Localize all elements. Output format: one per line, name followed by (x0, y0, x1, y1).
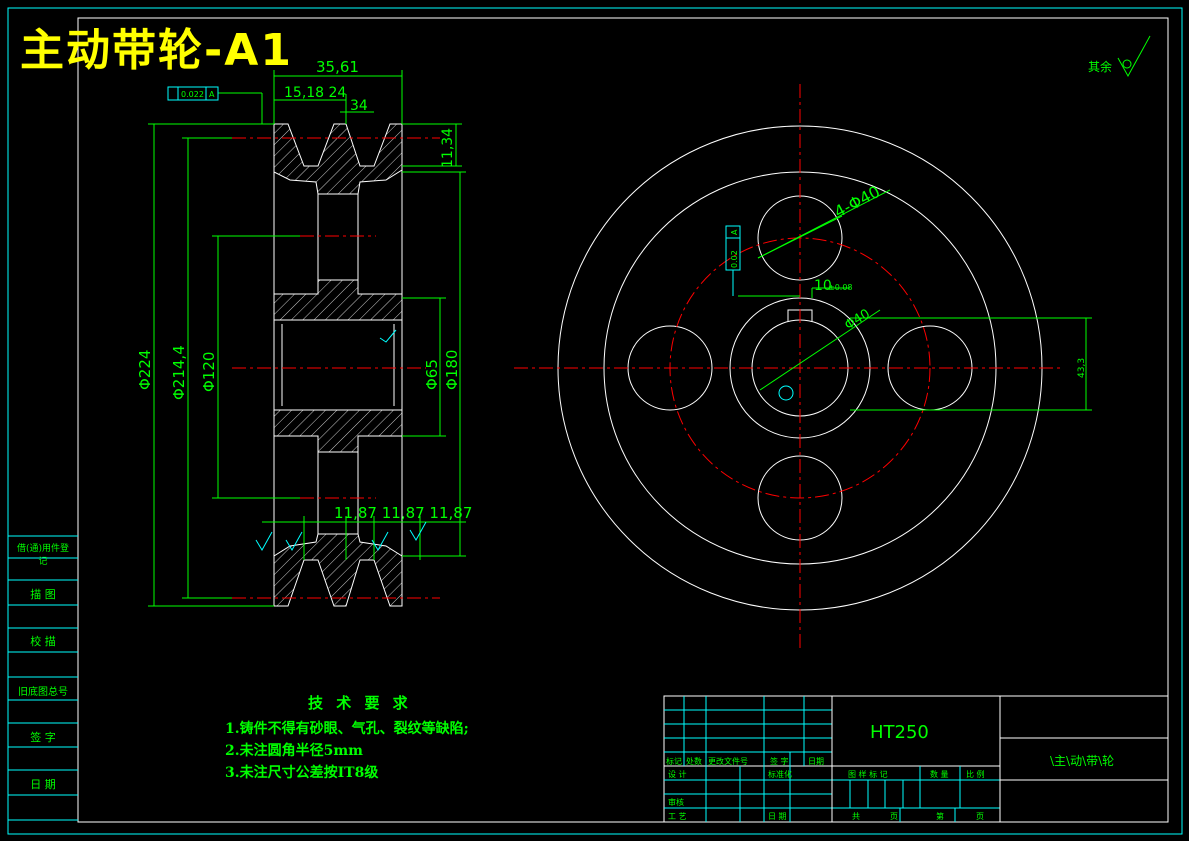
dim-w1524: 15,18 24 (284, 85, 346, 101)
tb-label: 标准化 (768, 770, 792, 779)
tb-label: 页 (890, 812, 898, 821)
front-tolerance-frame (725, 225, 741, 296)
title-block-grid (663, 695, 1169, 823)
dim-tol-0022: 0.022 (181, 90, 204, 99)
tb-label: 共 (852, 812, 860, 821)
section-hatch (273, 123, 403, 607)
side-label: 借(通)用件登记 (16, 544, 70, 567)
section-tolerance-frame (167, 86, 219, 101)
dim-d120: Φ120 (200, 352, 218, 392)
dim-hub: Φ40 (842, 306, 873, 333)
dim-d224: Φ224 (136, 350, 154, 390)
tb-label: 页 (976, 812, 984, 821)
dim-d180: Φ180 (443, 350, 461, 390)
dim-h1134: 11,34 (440, 128, 456, 168)
section-dimension-text: Φ224 Φ214,4 Φ120 Φ65 Φ180 11,34 35,61 15… (136, 58, 472, 522)
tb-label: 设 计 (668, 770, 687, 779)
part-name: \主\动\带\轮 (1050, 754, 1115, 768)
front-dimension-text: 4-Φ40 Φ40 10 ±0.08 43,3 0.02 A (730, 182, 1087, 378)
tb-label: 签 字 (770, 757, 789, 766)
section-view (148, 70, 466, 607)
tech-requirements-heading: 技 术 要 求 (308, 694, 412, 712)
tech-requirement-item: 1.铸件不得有砂眼、气孔、裂纹等缺陷; (225, 721, 469, 737)
tb-label: 数 量 (930, 770, 949, 779)
side-label: 校 描 (30, 635, 56, 648)
tb-label: 工 艺 (668, 812, 687, 821)
front-view (514, 84, 1092, 650)
tb-label: 日 期 (768, 812, 787, 821)
tb-label: 第 (936, 812, 944, 821)
front-centerlines (514, 84, 1060, 650)
tb-label: 更改文件号 (708, 757, 748, 766)
tech-requirement-item: 3.未注尺寸公差按IT8级 (225, 765, 379, 781)
section-outline (273, 124, 403, 606)
roughness-note: 其余 (1088, 60, 1113, 74)
outer-frame (7, 7, 1183, 835)
dim-tol-a-left: A (209, 90, 215, 99)
dim-key-w: 10 (814, 278, 832, 294)
dim-tol-002: 0.02 (730, 250, 739, 268)
tb-label: 审核 (668, 798, 684, 807)
dim-key-h: 43,3 (1077, 358, 1087, 378)
section-centerlines (232, 137, 440, 599)
tb-label: 标记 (666, 757, 682, 766)
dim-d214: Φ214,4 (170, 345, 188, 400)
drawing-title: 主动带轮-A1 (20, 25, 293, 76)
tb-label: 日期 (808, 757, 824, 766)
tech-requirement-item: 2.未注圆角半径5mm (225, 743, 363, 759)
dim-d65: Φ65 (423, 359, 441, 390)
front-dimension-lines (738, 189, 1092, 411)
side-label: 签 字 (30, 731, 56, 744)
roughness-marks (255, 329, 427, 551)
dim-holes: 4-Φ40 (831, 182, 883, 222)
datum-a-circle (778, 385, 794, 401)
roughness-symbol-icon (1117, 35, 1151, 78)
dim-w34: 34 (350, 98, 368, 114)
dim-pitch: 11,87 11,87 11,87 (334, 504, 472, 522)
dim-w3561: 35,61 (316, 58, 359, 76)
dim-tol-008: ±0.08 (828, 283, 853, 292)
side-label: 描 图 (30, 588, 56, 601)
section-dimension-lines (148, 70, 466, 607)
inner-frame (77, 17, 1169, 823)
material-label: HT250 (870, 722, 929, 743)
side-panel-grid (8, 535, 78, 821)
dim-tol-a-right: A (730, 229, 739, 235)
side-label: 旧底图总号 (18, 687, 68, 698)
tb-label: 图 样 标 记 (848, 770, 888, 779)
tb-label: 处数 (686, 757, 702, 766)
tb-label: 比 例 (966, 770, 985, 779)
side-label: 日 期 (30, 778, 56, 791)
